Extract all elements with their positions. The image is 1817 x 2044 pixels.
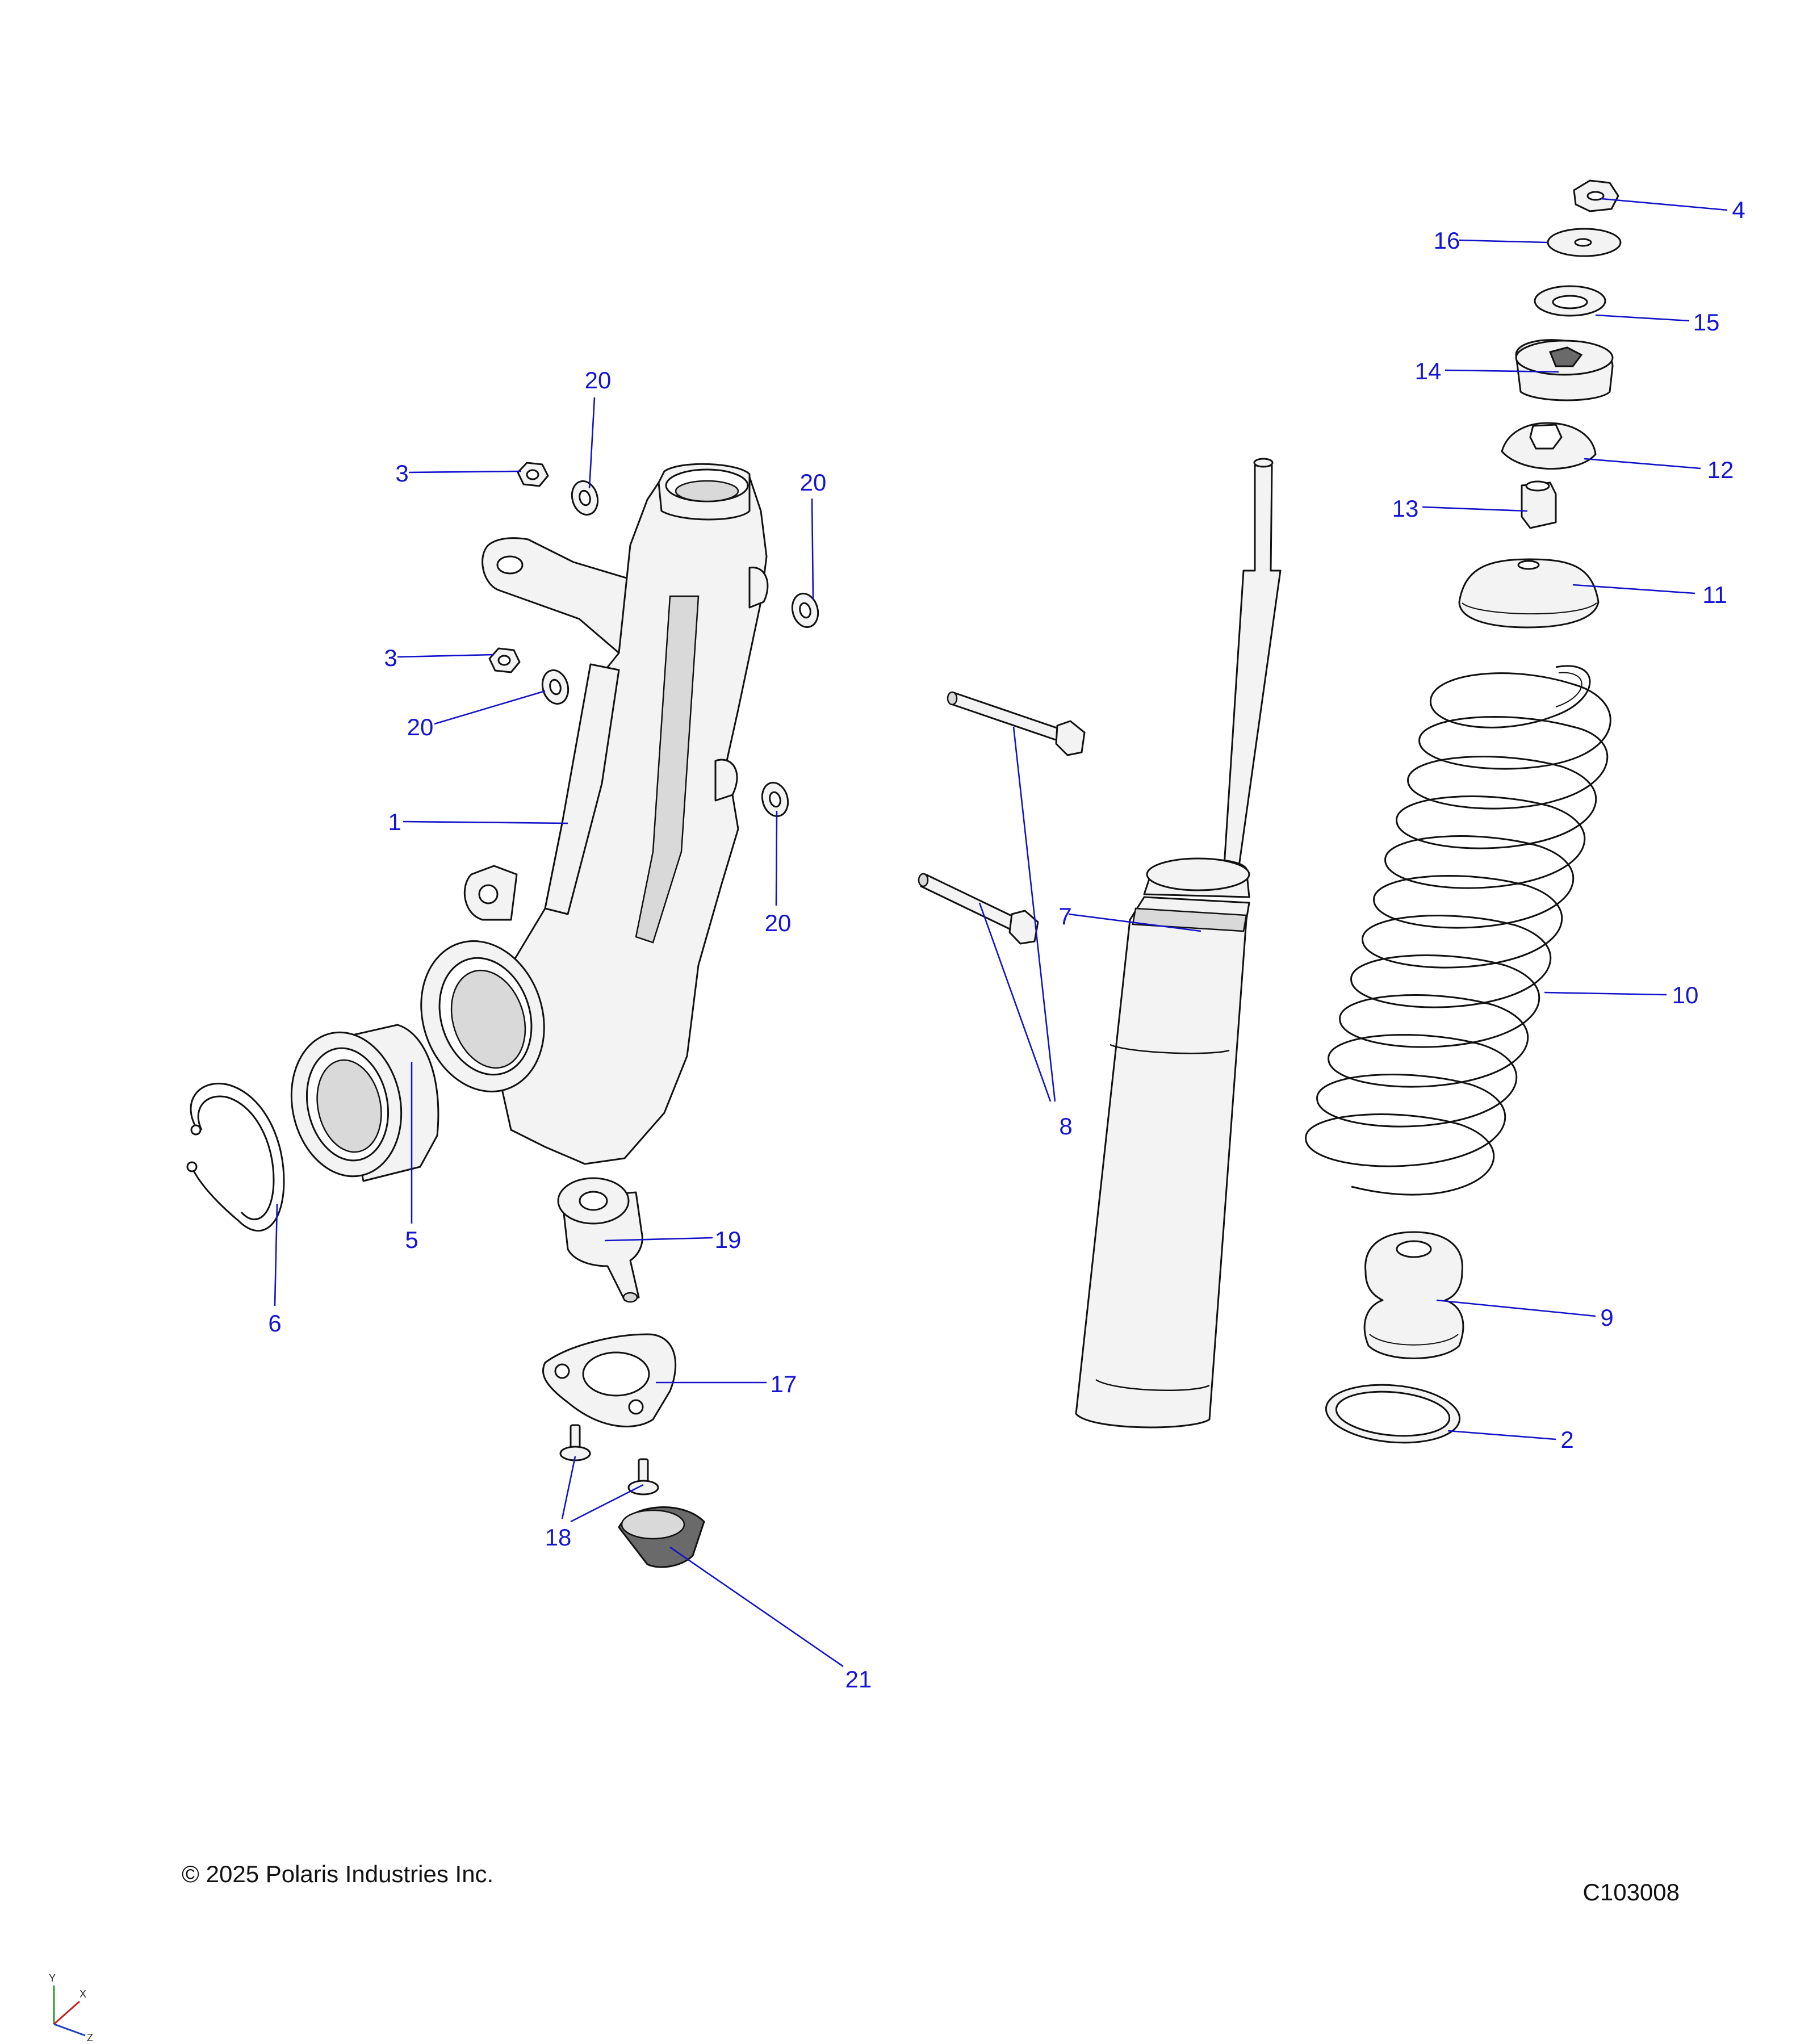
upper-mount-part bbox=[1515, 339, 1614, 401]
callout-6: 6 bbox=[268, 1310, 281, 1337]
callout-17: 17 bbox=[771, 1371, 797, 1397]
washer-part-a bbox=[571, 480, 599, 516]
bump-stop-part bbox=[1363, 1231, 1464, 1359]
callout-13: 13 bbox=[1392, 495, 1419, 522]
callout-14: 14 bbox=[1415, 358, 1442, 384]
callout-9: 9 bbox=[1600, 1304, 1613, 1331]
axis-x-label: X bbox=[79, 1988, 86, 2000]
dome-cap-part bbox=[1501, 422, 1597, 470]
nut-part-lower bbox=[488, 647, 521, 673]
nut-part-upper bbox=[517, 462, 549, 487]
screw-part-a bbox=[559, 1424, 591, 1461]
washer-part-d bbox=[761, 781, 789, 818]
callout-4: 4 bbox=[1732, 196, 1745, 223]
shim-ring-part bbox=[1325, 1384, 1461, 1444]
callout-20-top: 20 bbox=[585, 367, 612, 393]
callout-21: 21 bbox=[845, 1666, 872, 1693]
washer-part-b bbox=[791, 592, 819, 629]
callout-labels: 1 2 3 3 4 5 6 7 8 9 10 11 12 13 14 15 16… bbox=[268, 196, 1745, 1693]
callout-8: 8 bbox=[1059, 1113, 1072, 1140]
callout-11: 11 bbox=[1702, 581, 1727, 608]
drawing-number: C103008 bbox=[1583, 1879, 1680, 1905]
callout-16: 16 bbox=[1434, 227, 1460, 254]
callout-7: 7 bbox=[1058, 903, 1071, 929]
callout-20-left: 20 bbox=[407, 714, 434, 740]
bushing-part bbox=[1521, 480, 1557, 529]
callout-19: 19 bbox=[715, 1226, 742, 1253]
flange-nut-part bbox=[1573, 179, 1619, 212]
flat-washer-part bbox=[1547, 228, 1622, 257]
bolt-part-lower bbox=[918, 873, 1039, 945]
callout-3-upper: 3 bbox=[395, 460, 408, 487]
shock-absorber-part bbox=[1075, 458, 1282, 1429]
bolt-part-upper bbox=[947, 691, 1086, 756]
copyright-text: © 2025 Polaris Industries Inc. bbox=[182, 1861, 493, 1887]
ball-joint-plate-part bbox=[542, 1333, 677, 1427]
callout-20-right-upper: 20 bbox=[800, 469, 827, 496]
ball-joint-part bbox=[557, 1177, 643, 1303]
callout-15: 15 bbox=[1693, 309, 1720, 336]
axis-triad-icon: Y X Z bbox=[49, 1972, 93, 2043]
leader-lines bbox=[274, 198, 1728, 1668]
thrust-washer-part bbox=[1534, 285, 1606, 317]
callout-18: 18 bbox=[545, 1524, 572, 1551]
washer-part-c bbox=[541, 669, 570, 705]
dust-boot-part bbox=[618, 1506, 705, 1568]
callout-5: 5 bbox=[405, 1226, 418, 1253]
axis-y-label: Y bbox=[49, 1972, 56, 1984]
screw-part-b bbox=[627, 1458, 659, 1496]
steering-knuckle-part bbox=[420, 463, 769, 1165]
snap-ring-part bbox=[186, 1083, 285, 1232]
spring-cap-part bbox=[1458, 558, 1600, 629]
callout-10: 10 bbox=[1672, 982, 1699, 1008]
callout-2: 2 bbox=[1560, 1426, 1573, 1453]
coil-spring-part bbox=[1305, 665, 1611, 1196]
callout-12: 12 bbox=[1707, 456, 1734, 483]
callout-1: 1 bbox=[388, 809, 401, 835]
wheel-bearing-part bbox=[290, 1024, 439, 1182]
axis-z-label: Z bbox=[87, 2032, 93, 2043]
callout-3-lower: 3 bbox=[384, 644, 397, 671]
callout-20-right-lower: 20 bbox=[765, 910, 792, 936]
